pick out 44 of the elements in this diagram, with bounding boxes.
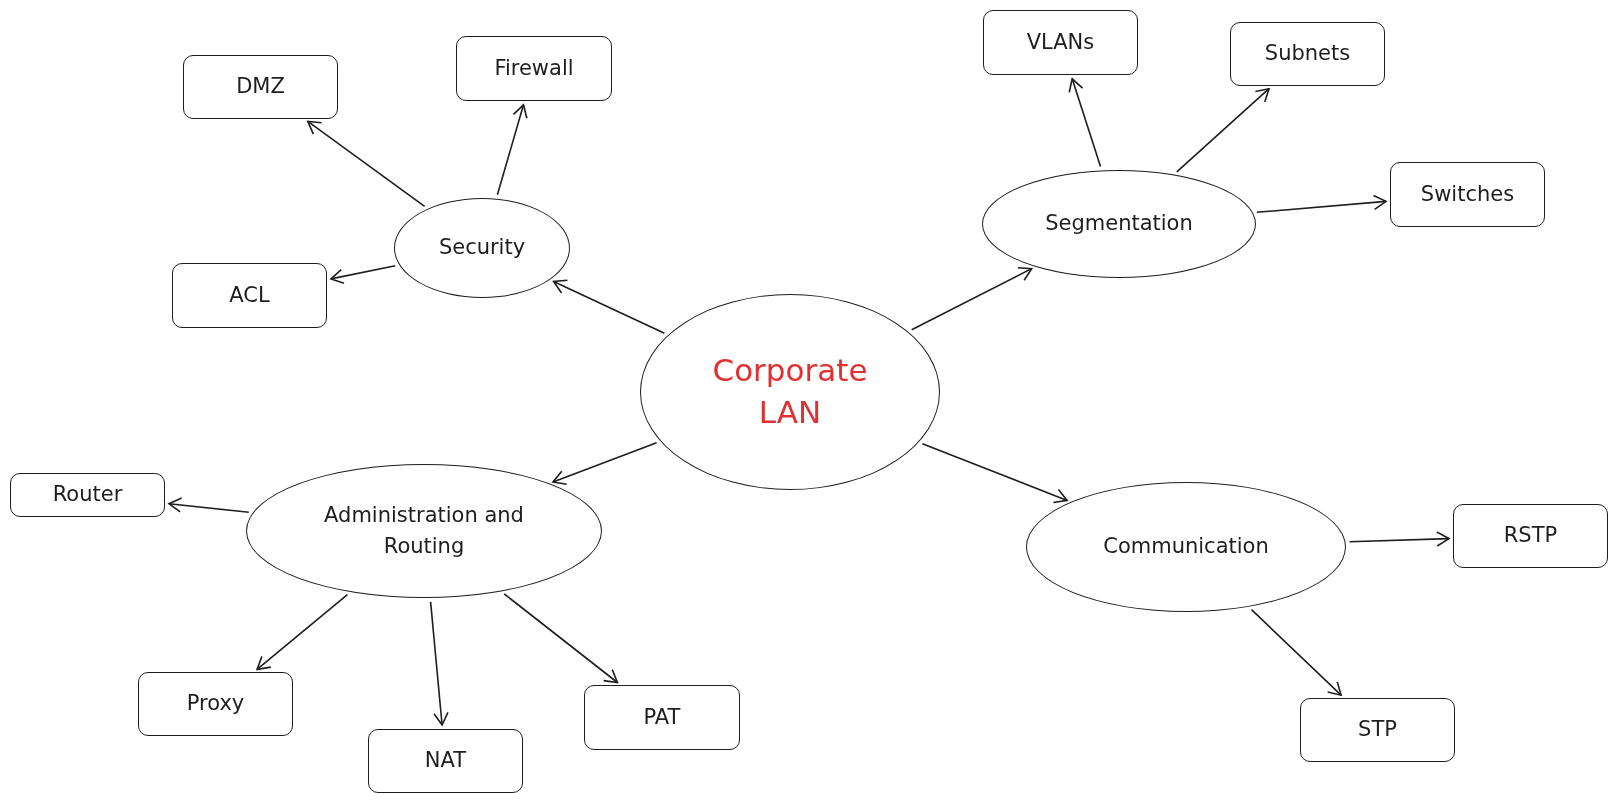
arrow [503, 593, 619, 684]
node-label: Subnets [1264, 40, 1351, 68]
arrow [256, 593, 349, 671]
leaf-box [10, 473, 165, 517]
arrow [1256, 194, 1387, 214]
leaf-box [368, 729, 523, 793]
arrow [921, 443, 1068, 504]
leaf-box [1300, 698, 1455, 762]
arrow [429, 601, 449, 726]
node-label: PAT [643, 703, 681, 731]
node-label: Router [52, 481, 123, 509]
node-label: NAT [424, 747, 467, 775]
node-label: Security [438, 234, 526, 262]
node-label: Switches [1420, 180, 1515, 208]
node-label: STP [1358, 716, 1397, 744]
node-label: DMZ [236, 73, 285, 101]
arrow [168, 497, 250, 514]
arrow [552, 279, 666, 335]
node-label: Communication [1103, 533, 1269, 561]
node-label: Administration and Routing [323, 501, 525, 560]
central-topic-label: Corporate LAN [711, 351, 869, 432]
leaf-box [1390, 162, 1545, 227]
arrow [1250, 608, 1342, 696]
node-label: VLANs [1026, 28, 1095, 56]
leaf-box [983, 10, 1138, 75]
arrow [330, 264, 397, 285]
node-label: Segmentation [1045, 210, 1193, 238]
node-label: Proxy [186, 690, 245, 718]
leaf-box [183, 55, 338, 119]
arrow [496, 104, 528, 196]
node-label: Firewall [494, 54, 574, 82]
leaf-box [1453, 504, 1608, 568]
arrow [1176, 87, 1270, 173]
leaf-box [172, 263, 327, 328]
arrow [1068, 78, 1102, 168]
node-label: ACL [229, 281, 270, 309]
arrow [307, 120, 426, 208]
leaf-box [138, 672, 293, 736]
leaf-box [456, 36, 612, 101]
node-label: RSTP [1503, 522, 1558, 550]
leaf-box [1230, 22, 1385, 86]
arrow [1348, 531, 1450, 547]
arrow [910, 267, 1033, 331]
leaf-box [584, 685, 740, 750]
